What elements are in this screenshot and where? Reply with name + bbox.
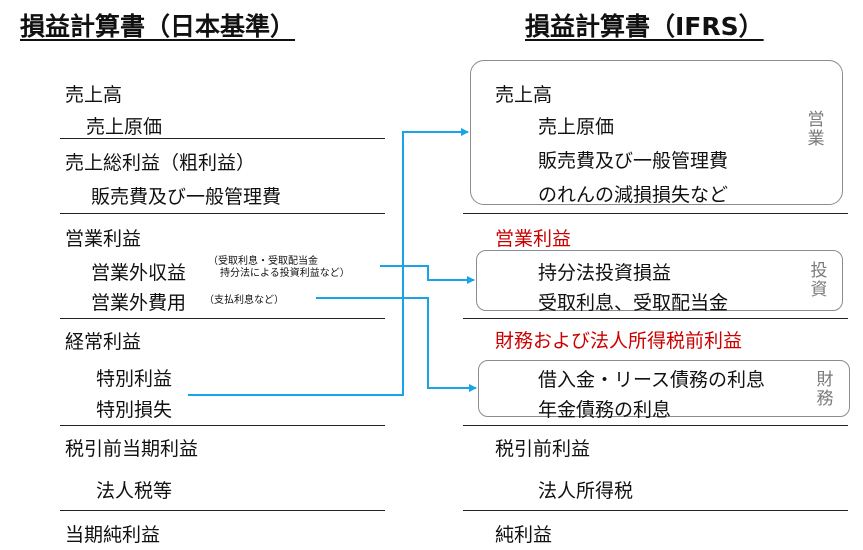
divider bbox=[60, 213, 385, 214]
jgaap-ordinary-income: 経常利益 bbox=[65, 331, 142, 353]
ifrs-income-tax: 法人所得税 bbox=[538, 480, 634, 502]
investing-section-box bbox=[476, 250, 843, 311]
arrow-non-operating-income-to-investing bbox=[380, 265, 475, 284]
divider bbox=[463, 318, 848, 319]
operating-tag-char: 業 bbox=[807, 129, 825, 149]
ifrs-title: 損益計算書（IFRS） bbox=[525, 12, 764, 41]
jgaap-cogs: 売上原価 bbox=[86, 116, 163, 138]
ifrs-interest-dividend: 受取利息、受取配当金 bbox=[538, 292, 729, 314]
ifrs-operating-income: 営業利益 bbox=[495, 228, 572, 250]
investing-tag-char: 資 bbox=[810, 280, 828, 300]
divider bbox=[60, 318, 385, 319]
divider bbox=[463, 510, 848, 511]
jgaap-net-income: 当期純利益 bbox=[65, 524, 161, 546]
financing-tag: 財 務 bbox=[814, 371, 836, 409]
ifrs-cogs: 売上原価 bbox=[538, 116, 615, 138]
jgaap-extraordinary-loss: 特別損失 bbox=[96, 399, 173, 421]
divider bbox=[60, 425, 385, 426]
jgaap-title: 損益計算書（日本基準） bbox=[20, 12, 296, 41]
jgaap-non-operating-income: 営業外収益 bbox=[91, 262, 187, 284]
ifrs-pre-finance-tax-income: 財務および法人所得税前利益 bbox=[495, 330, 743, 352]
ifrs-borrowing-interest: 借入金・リース債務の利息 bbox=[538, 369, 766, 391]
jgaap-extraordinary-gain: 特別利益 bbox=[96, 368, 173, 390]
operating-tag: 営 業 bbox=[805, 111, 827, 149]
ifrs-pension-interest: 年金債務の利息 bbox=[538, 399, 672, 421]
financing-section-box bbox=[478, 360, 850, 417]
divider bbox=[60, 138, 385, 139]
operating-tag-char: 営 bbox=[807, 110, 825, 130]
arrow-extraordinary-to-operating bbox=[188, 128, 469, 396]
investing-tag: 投 資 bbox=[808, 262, 830, 300]
ifrs-sga: 販売費及び一般管理費 bbox=[538, 150, 729, 172]
jgaap-gross-profit: 売上総利益（粗利益） bbox=[65, 152, 256, 174]
jgaap-non-operating-income-note-1: （受取利息・受取配当金 bbox=[208, 256, 318, 267]
jgaap-operating-income: 営業利益 bbox=[65, 228, 142, 250]
divider bbox=[463, 425, 848, 426]
jgaap-non-operating-expense-note: （支払利息など） bbox=[204, 295, 284, 306]
arrow-non-operating-expense-to-financing bbox=[316, 297, 477, 392]
jgaap-income-tax: 法人税等 bbox=[96, 480, 173, 502]
jgaap-non-operating-income-note-2: 持分法による投資利益など） bbox=[220, 268, 350, 279]
jgaap-non-operating-expense: 営業外費用 bbox=[91, 292, 187, 314]
jgaap-pretax-income: 税引前当期利益 bbox=[65, 438, 199, 460]
financing-tag-char: 財 bbox=[816, 370, 834, 390]
divider bbox=[60, 510, 385, 511]
ifrs-net-income: 純利益 bbox=[495, 524, 553, 546]
operating-section-box bbox=[470, 60, 843, 205]
investing-tag-char: 投 bbox=[810, 261, 828, 281]
ifrs-goodwill-impairment: のれんの減損損失など bbox=[538, 184, 729, 206]
jgaap-revenue: 売上高 bbox=[65, 84, 123, 106]
divider bbox=[463, 213, 848, 214]
ifrs-equity-method: 持分法投資損益 bbox=[538, 262, 672, 284]
financing-tag-char: 務 bbox=[816, 389, 834, 409]
ifrs-revenue: 売上高 bbox=[495, 84, 553, 106]
ifrs-pretax-income: 税引前利益 bbox=[495, 438, 591, 460]
jgaap-sga: 販売費及び一般管理費 bbox=[91, 186, 282, 208]
